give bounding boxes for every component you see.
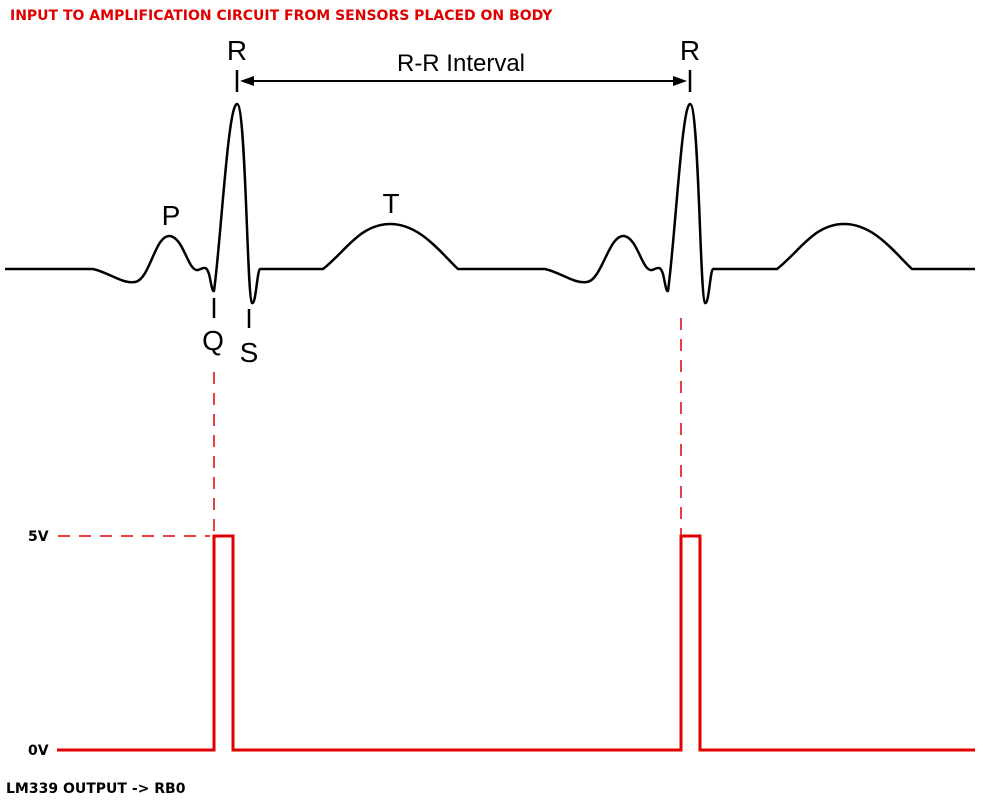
r2-label: R (680, 35, 700, 66)
diagram-title: INPUT TO AMPLIFICATION CIRCUIT FROM SENS… (10, 8, 553, 24)
low-level-label: 0V (28, 743, 49, 759)
p-label: P (162, 200, 181, 231)
s-label: S (240, 337, 259, 368)
comparator-output-signal (57, 534, 975, 752)
high-level-label: 5V (28, 529, 49, 545)
output-caption: LM339 OUTPUT -> RB0 (6, 781, 186, 797)
t-label: T (382, 188, 399, 219)
q-label: Q (202, 325, 224, 356)
r1-label: R (227, 35, 247, 66)
ecg-trace (5, 102, 975, 305)
rr-interval-arrow (240, 76, 687, 86)
rr-interval-label: R-R Interval (397, 50, 525, 77)
